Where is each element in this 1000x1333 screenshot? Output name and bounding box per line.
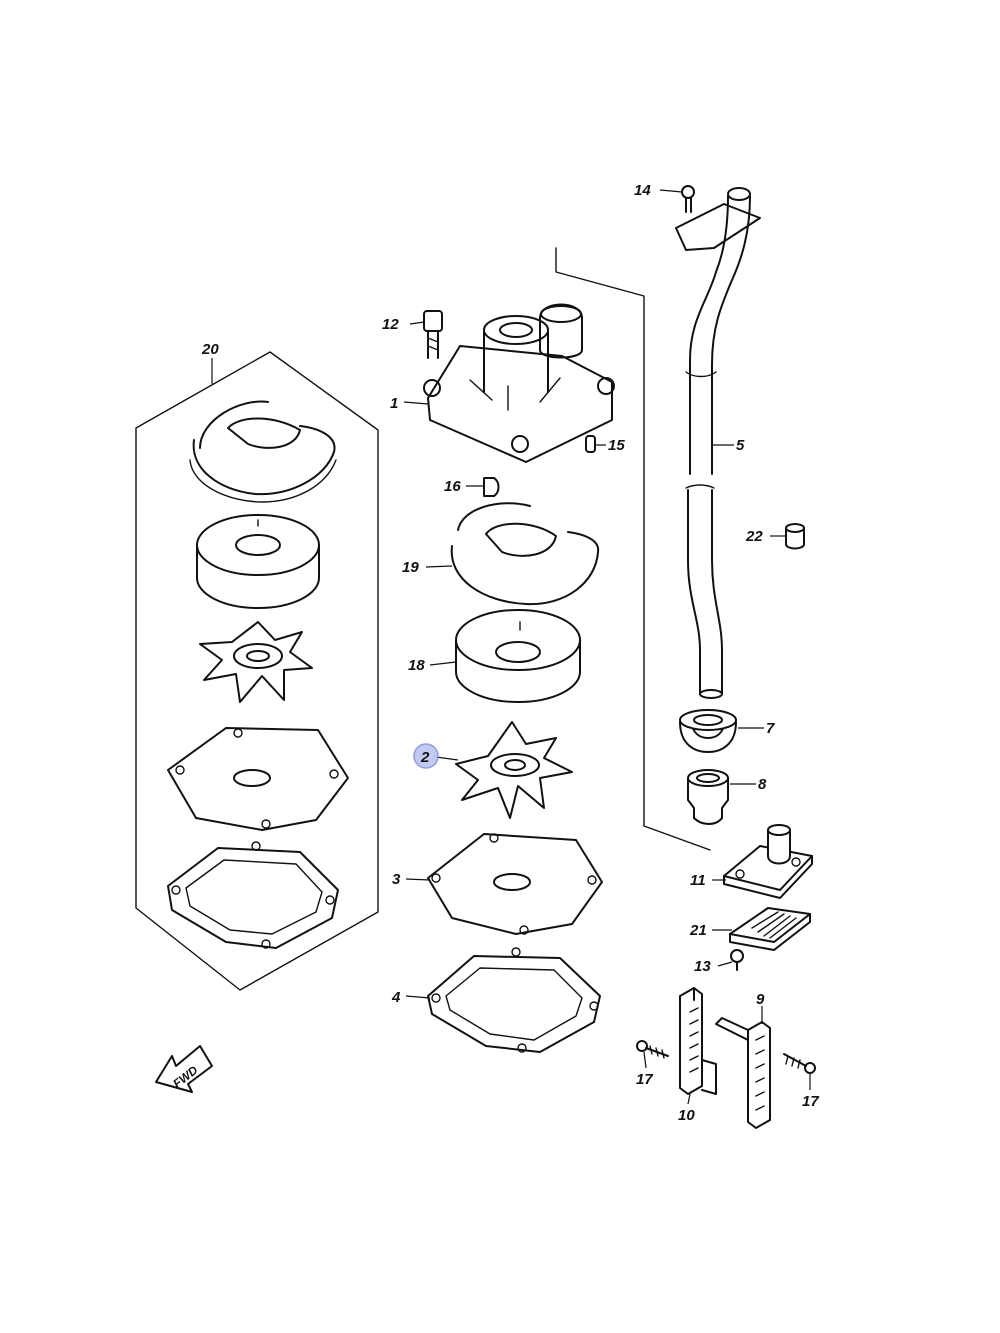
kit-impeller [199,621,313,703]
anode-10 [679,987,717,1095]
callout-19[interactable]: 19 [402,559,419,576]
bolt-12 [423,310,443,359]
grommet-7 [679,709,737,753]
kit-seal-ring [189,400,337,503]
kit-gasket [167,841,339,949]
screen-21 [729,907,811,951]
callout-5[interactable]: 5 [736,437,745,454]
callout-1[interactable]: 1 [390,395,398,412]
leader-lines [211,189,811,1105]
callout-18[interactable]: 18 [408,657,425,674]
callout-16[interactable]: 16 [444,478,461,495]
callout-4[interactable]: 4 [391,989,401,1006]
housing-cup-18 [455,609,581,703]
kit-housing-cup [196,514,320,609]
screw-17-right [783,1053,816,1074]
callout-20[interactable]: 20 [201,341,219,358]
callout-7[interactable]: 7 [766,720,775,737]
callout-3[interactable]: 3 [392,871,401,888]
cap-22 [785,523,805,550]
seal-ring-19 [450,502,600,606]
key-16 [483,477,500,497]
callout-labels: 1 2 3 4 5 7 8 9 10 11 12 13 14 15 16 17 … [201,182,819,1124]
plate-3 [427,833,603,935]
pin-15 [585,435,596,453]
impeller-2 [455,721,573,819]
callout-14[interactable]: 14 [634,182,651,199]
kit-plate [167,727,349,831]
water-tube-5 [685,187,751,699]
callout-2[interactable]: 2 [420,749,430,766]
callout-11[interactable]: 11 [690,872,706,889]
anode-9 [715,1017,771,1129]
callout-17-left[interactable]: 17 [636,1071,653,1088]
gasket-4 [427,947,601,1053]
callout-8[interactable]: 8 [758,776,767,793]
callout-17-right[interactable]: 17 [802,1093,819,1110]
callout-15[interactable]: 15 [608,437,625,454]
callout-2-highlight [413,743,439,769]
callout-13[interactable]: 13 [694,958,711,975]
pump-case [423,303,615,463]
callout-9[interactable]: 9 [756,991,765,1008]
case-group-bracket [555,247,711,851]
callout-22[interactable]: 22 [745,528,763,545]
callout-10[interactable]: 10 [678,1107,695,1124]
grommet-8 [687,769,729,825]
callout-21[interactable]: 21 [689,922,707,939]
fwd-direction-arrow [155,1045,213,1093]
screw-13 [730,949,744,971]
callout-12[interactable]: 12 [382,316,399,333]
screw-17-left [636,1040,669,1059]
plate-11 [723,824,813,899]
kit-20-bracket [135,351,379,991]
